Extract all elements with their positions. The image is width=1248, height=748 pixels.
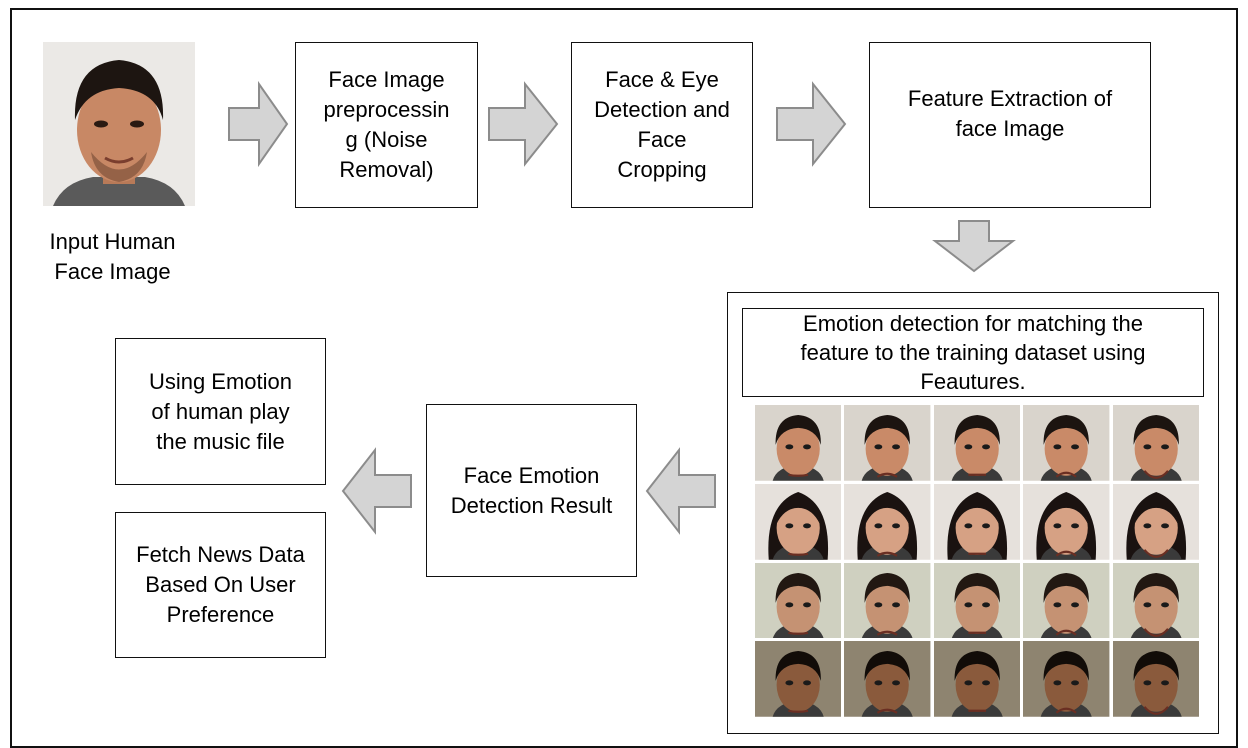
- dataset-face-thumbnail: [933, 483, 1021, 560]
- arrow-left-2: [341, 447, 412, 535]
- dataset-face-thumbnail: [933, 405, 1021, 481]
- result-label: Face Emotion Detection Result: [450, 462, 613, 518]
- dataset-face-thumbnail: [933, 562, 1021, 639]
- dataset-face-thumbnail: [755, 405, 842, 481]
- extraction-label: Feature Extraction of face Image: [907, 86, 1113, 141]
- emotion-detection-container: [727, 292, 1219, 734]
- music-box: Using Emotion of human play the music fi…: [115, 338, 326, 485]
- dataset-face-thumbnail: [1023, 641, 1110, 717]
- dataset-face-thumbnail: [1112, 641, 1199, 717]
- dataset-face-thumbnail: [844, 405, 931, 481]
- dataset-face-thumbnail: [844, 641, 931, 717]
- arrow-left-1: [645, 447, 716, 535]
- emotion-detection-label: Emotion detection for matching the featu…: [800, 311, 1146, 394]
- detection-label: Face & Eye Detection and Face Cropping: [594, 67, 730, 182]
- emotion-detection-box: Emotion detection for matching the featu…: [742, 308, 1204, 397]
- dataset-face-thumbnail: [844, 562, 931, 639]
- arrow-down: [932, 220, 1016, 273]
- input-caption: Input Human Face Image: [49, 229, 176, 284]
- training-dataset-grid: [755, 405, 1199, 717]
- extraction-box: Feature Extraction of face Image: [869, 42, 1151, 208]
- arrow-right-2: [488, 81, 559, 167]
- dataset-face-thumbnail: [1023, 562, 1110, 639]
- dataset-face-thumbnail: [844, 483, 931, 560]
- dataset-face-thumbnail: [755, 562, 842, 639]
- input-face-photo: [43, 42, 195, 206]
- dataset-face-thumbnail: [1023, 483, 1110, 560]
- arrow-right-3: [776, 81, 847, 167]
- dataset-face-thumbnail: [1112, 483, 1199, 560]
- news-label: Fetch News Data Based On User Preference: [136, 542, 305, 627]
- dataset-face-thumbnail: [755, 483, 842, 560]
- result-box: Face Emotion Detection Result: [426, 404, 637, 577]
- news-box: Fetch News Data Based On User Preference: [115, 512, 326, 658]
- dataset-face-thumbnail: [933, 641, 1021, 717]
- preprocessing-label: Face Image preprocessin g (Noise Removal…: [323, 67, 450, 182]
- arrow-right-1: [228, 80, 289, 168]
- detection-box: Face & Eye Detection and Face Cropping: [571, 42, 753, 208]
- dataset-face-thumbnail: [1112, 405, 1199, 481]
- dataset-face-thumbnail: [755, 641, 842, 717]
- dataset-face-thumbnail: [1023, 405, 1110, 481]
- music-label: Using Emotion of human play the music fi…: [148, 368, 293, 454]
- dataset-face-thumbnail: [1112, 562, 1199, 639]
- preprocessing-box: Face Image preprocessin g (Noise Removal…: [295, 42, 478, 208]
